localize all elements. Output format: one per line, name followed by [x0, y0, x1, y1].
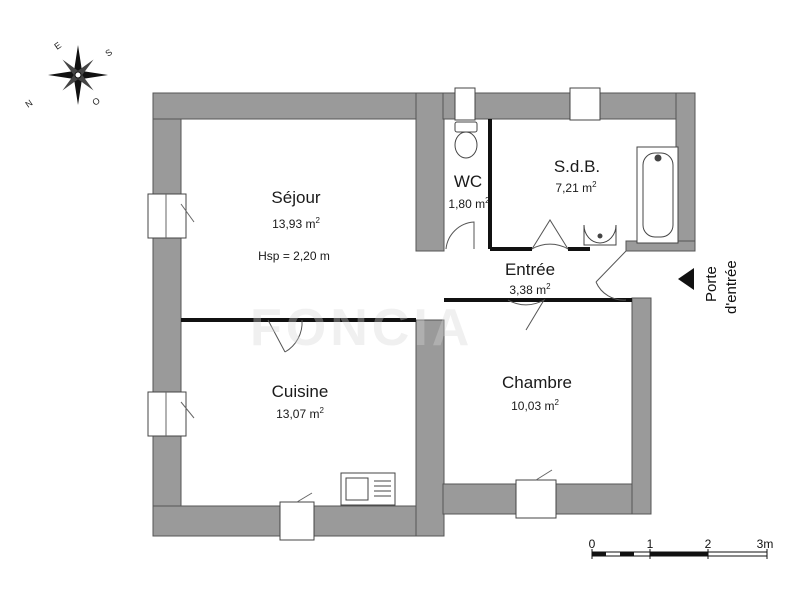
room-area-cuisine: 13,07 m2: [276, 406, 324, 421]
entry-door-label-line1: Porte: [703, 266, 720, 302]
windows: [147, 87, 601, 541]
bathtub-icon: [636, 146, 679, 244]
toilet-icon: [454, 121, 478, 159]
room-name-sejour: Séjour: [271, 188, 320, 207]
room-name-cuisine: Cuisine: [272, 382, 329, 401]
entry-door-label-line2: d'entrée: [723, 260, 740, 314]
scale-bar: [591, 549, 768, 559]
window-cuisine: [147, 391, 187, 437]
walls: [152, 92, 696, 537]
window-chambre: [515, 479, 557, 519]
compass-letter-e: E: [52, 40, 63, 52]
scale-label-0: 0: [589, 537, 596, 551]
compass-letter-s: S: [103, 47, 114, 59]
room-height-sejour: Hsp = 2,20 m: [258, 249, 330, 263]
room-name-entree: Entrée: [505, 260, 555, 279]
room-name-sdb: S.d.B.: [554, 157, 600, 176]
kitchen-sink-icon: [340, 472, 396, 506]
room-area-chambre: 10,03 m2: [511, 398, 559, 413]
compass-letter-o: O: [90, 95, 101, 107]
room-area-entree: 3,38 m2: [509, 282, 551, 297]
room-area-wc: 1,80 m2: [448, 196, 490, 211]
room-name-chambre: Chambre: [502, 373, 572, 392]
window-sejour: [147, 193, 187, 239]
room-area-sejour: 13,93 m2: [272, 216, 320, 231]
scale-label-3m: 3m: [757, 537, 774, 551]
compass-letter-n: N: [23, 98, 34, 110]
room-area-sdb: 7,21 m2: [555, 180, 597, 195]
compass-rose-icon: [48, 45, 108, 105]
sink-icon: [583, 224, 617, 246]
partitions: [181, 119, 632, 322]
window-sdb: [569, 87, 601, 121]
room-name-wc: WC: [454, 172, 482, 191]
scale-label-1: 1: [647, 537, 654, 551]
window-wc: [454, 87, 476, 121]
door-swings: [267, 219, 627, 353]
watermark: FONCIA: [250, 299, 473, 357]
entry-arrow-icon: [678, 268, 694, 290]
window-cuisine-bottom: [279, 501, 315, 541]
scale-label-2: 2: [705, 537, 712, 551]
